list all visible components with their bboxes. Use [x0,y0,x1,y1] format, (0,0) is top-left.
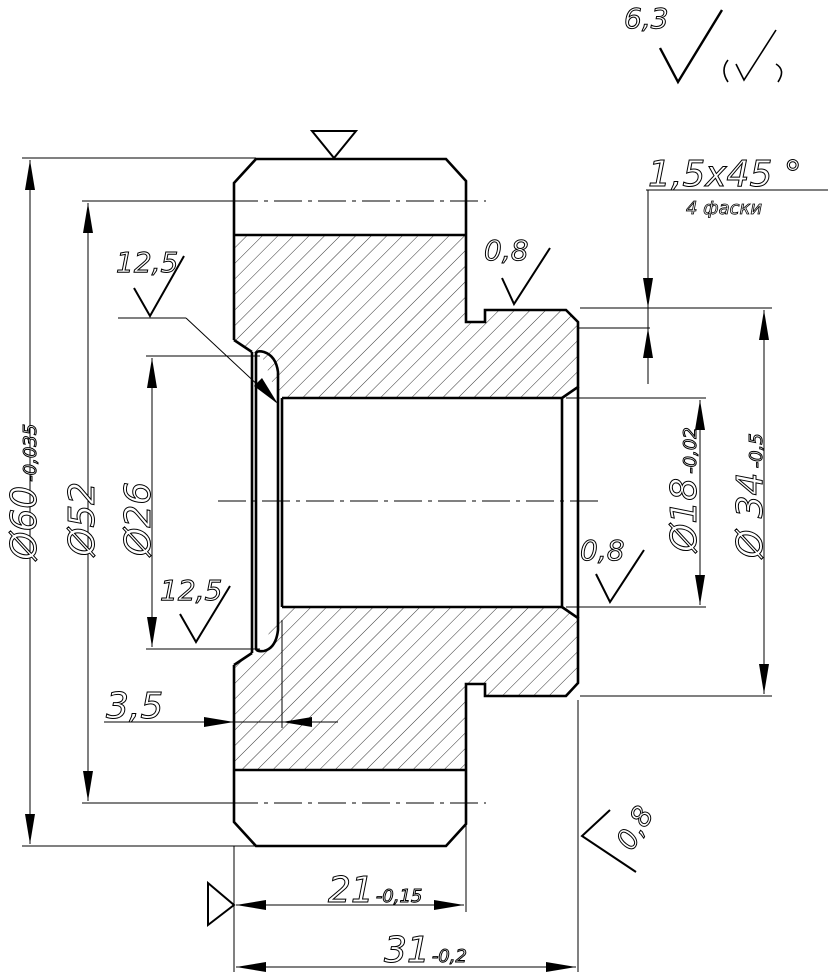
label-dia-52: Ø52 [62,482,103,558]
roughness-bracket-icon [723,29,783,83]
label-chamfer-size: 1,5x45 ° [648,154,802,195]
extension-lines [22,157,772,972]
label-roughness-left-top: 12,5 [116,246,178,279]
roughness-left-bottom-icon [179,585,231,644]
datum-triangle-top [309,130,359,160]
hatch-lower-section [234,607,578,770]
label-dia-26: Ø26 [118,482,159,558]
label-chamfer-note: 4 фаски [686,198,762,219]
datum-triangle-left [207,880,236,928]
label-len-21: 21-0,15 [328,870,422,911]
label-dia-34: Ø 34-0,5 [730,433,771,560]
label-len-3-5: 3,5 [106,686,163,727]
label-dia-60: Ø60-0,035 [4,424,45,562]
roughness-hub-icon [501,247,551,307]
dimension-labels: Ø60-0,035 Ø52 Ø26 Ø18-0,02 Ø 34-0,5 21-0… [4,2,803,972]
dimension-lines [25,160,828,972]
roughness-face-icon [580,809,637,873]
label-roughness-left-bottom: 12,5 [160,574,222,607]
label-roughness-bore: 0,8 [580,534,625,567]
roughness-symbols [133,9,783,928]
part-outline [232,157,580,848]
label-roughness-face: 0,8 [609,800,660,855]
label-dia-18: Ø18-0,02 [664,427,705,554]
hatch-upper-section [234,235,578,398]
roughness-bore-icon [595,549,645,605]
roughness-general-icon [658,9,724,85]
label-roughness-general: 6,3 [624,2,669,35]
label-roughness-hub: 0,8 [484,234,529,267]
roughness-left-top-icon [133,255,185,319]
label-len-31: 31-0,2 [384,930,467,971]
